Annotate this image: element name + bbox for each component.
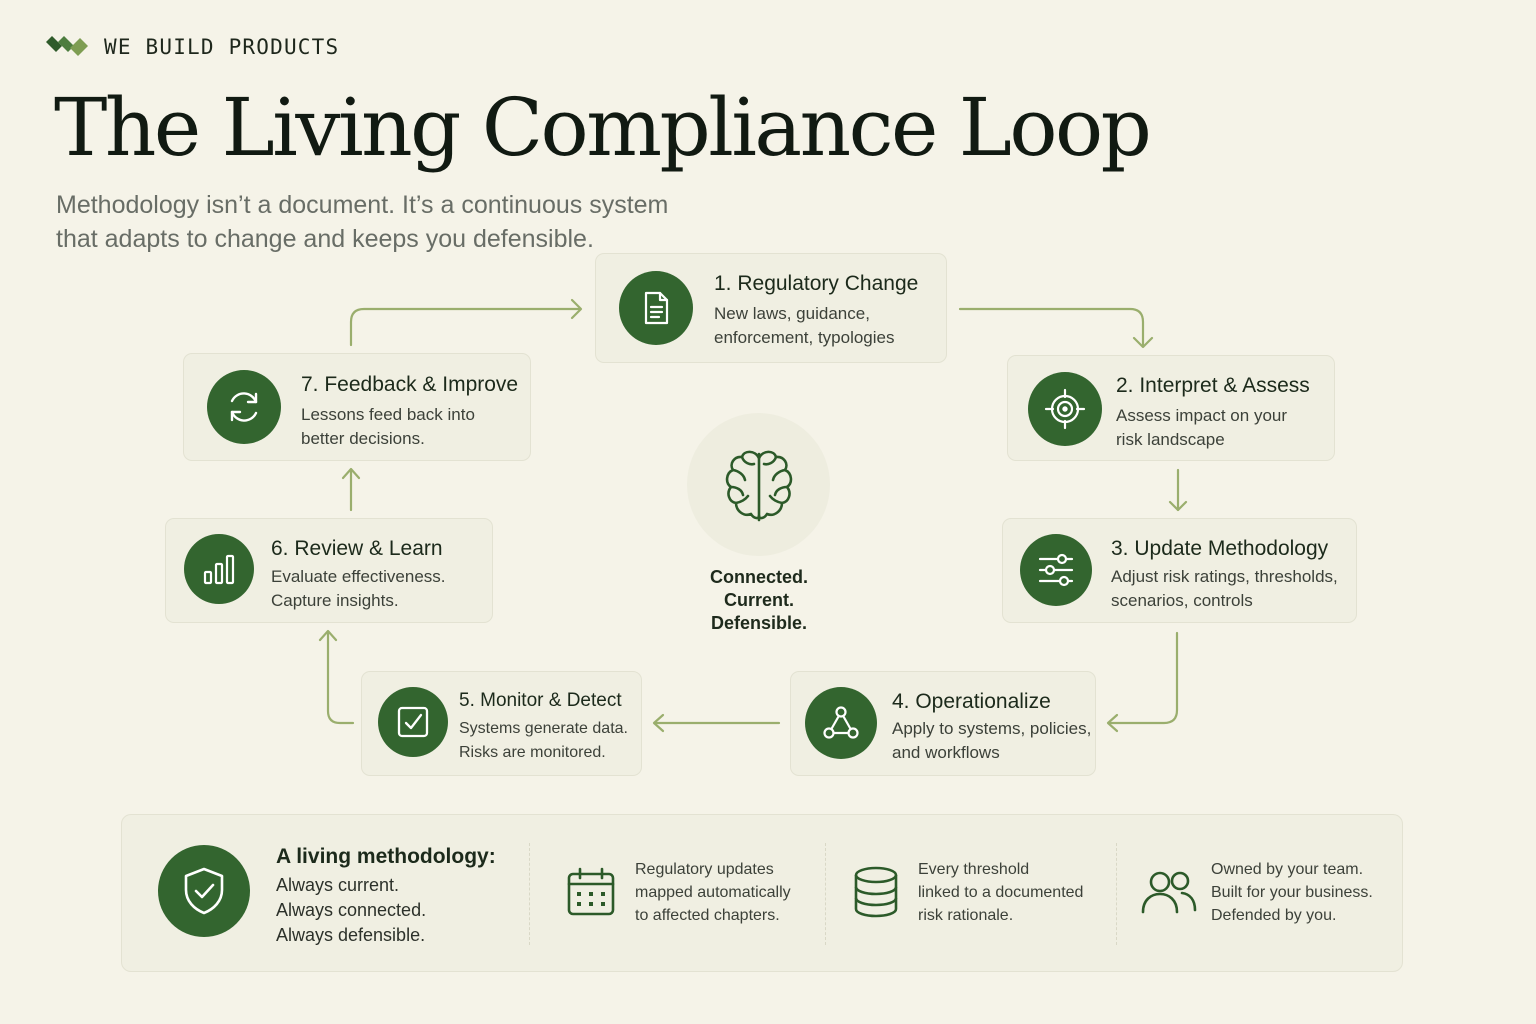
step-card-1: 1. Regulatory Change New laws, guidance,… [595, 253, 947, 363]
step-card-7: 7. Feedback & Improve Lessons feed back … [183, 353, 531, 461]
page-subtitle: Methodology isn’t a document. It’s a con… [56, 188, 668, 256]
checkbox-icon [378, 687, 448, 757]
network-icon [805, 687, 877, 759]
step-title: 7. Feedback & Improve [301, 373, 519, 396]
summary-lines: Always current. Always connected. Always… [276, 875, 427, 945]
calendar-icon [564, 865, 618, 919]
brand-name: WE BUILD PRODUCTS [104, 35, 340, 59]
brand: WE BUILD PRODUCTS [44, 34, 339, 60]
subtitle-line: that adapts to change and keeps you defe… [56, 225, 594, 253]
subtitle-line: Methodology isn’t a document. It’s a con… [56, 191, 669, 219]
arrow-7-to-1 [349, 307, 582, 347]
step-description: Evaluate effectiveness.Capture insights. [271, 567, 446, 610]
feature-text: Regulatory updates mapped automatically … [635, 861, 791, 924]
step-title: 6. Review & Learn [271, 537, 443, 560]
wb-logo-icon [46, 36, 88, 56]
step-description: New laws, guidance,enforcement, typologi… [714, 304, 895, 347]
arrow-5-to-6 [326, 630, 355, 725]
shield-check-icon [158, 845, 250, 937]
arrow-1-to-2 [958, 307, 1145, 348]
step-card-4: 4. Operationalize Apply to systems, poli… [790, 671, 1096, 776]
step-card-3: 3. Update Methodology Adjust risk rating… [1002, 518, 1357, 623]
step-title: 3. Update Methodology [1111, 537, 1329, 560]
center-tagline: Connected. Current. Defensible. [709, 567, 808, 633]
feature-text: Every threshold linked to a documented r… [918, 861, 1084, 924]
document-icon [619, 271, 693, 345]
step-description: Adjust risk ratings, thresholds,scenario… [1111, 567, 1338, 610]
step-description: Apply to systems, policies,and workflows [892, 719, 1092, 762]
sliders-icon [1020, 534, 1092, 606]
step-card-5: 5. Monitor & Detect Systems generate dat… [361, 671, 642, 776]
bottom-summary-panel: A living methodology: Always current. Al… [121, 814, 1403, 972]
step-card-6: 6. Review & Learn Evaluate effectiveness… [165, 518, 493, 623]
refresh-icon [207, 370, 281, 444]
step-card-2: 2. Interpret & Assess Assess impact on y… [1007, 355, 1335, 461]
target-icon [1028, 372, 1102, 446]
step-title: 4. Operationalize [892, 690, 1051, 713]
divider [1116, 843, 1117, 945]
summary-heading: A living methodology: [276, 845, 496, 868]
page-title: The Living Compliance Loop [54, 81, 1152, 174]
divider [825, 843, 826, 945]
step-description: Systems generate data.Risks are monitore… [459, 720, 628, 761]
step-title: 2. Interpret & Assess [1116, 374, 1310, 397]
database-icon [849, 865, 903, 919]
users-icon [1140, 867, 1198, 917]
brain-icon [725, 450, 792, 521]
arrow-3-to-4 [1107, 631, 1179, 725]
step-title: 1. Regulatory Change [714, 272, 919, 295]
step-title: 5. Monitor & Detect [459, 690, 622, 711]
center-hub [687, 413, 830, 556]
bar-chart-icon [184, 534, 254, 604]
divider [529, 843, 530, 945]
feature-text: Owned by your team. Built for your busin… [1211, 861, 1373, 924]
